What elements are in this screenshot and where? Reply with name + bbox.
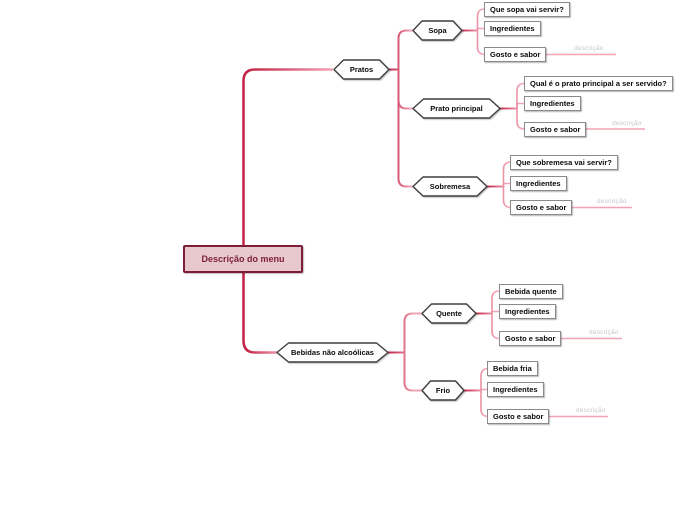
node-ingredientes-frio[interactable]: Ingredientes	[487, 382, 544, 397]
node-ingredientes-sobremesa[interactable]: Ingredientes	[510, 176, 567, 191]
edge-pratos-prato-principal	[389, 68, 413, 110]
hexagon-shape	[276, 342, 389, 363]
node-label: Pratos	[349, 65, 374, 74]
node-descricao-sopa[interactable]: descrição	[574, 45, 604, 52]
node-quente[interactable]: Quente	[421, 303, 477, 324]
edge-pp-child1	[499, 82, 526, 110]
node-label: Quente	[436, 309, 462, 318]
node-ingredientes-prato-principal[interactable]: Ingredientes	[524, 96, 581, 111]
edge-quente-child3	[476, 312, 501, 340]
edge-quente-child1	[476, 290, 501, 315]
node-sopa[interactable]: Sopa	[412, 20, 463, 41]
node-descricao-sobremesa[interactable]: descrição	[597, 198, 627, 205]
hexagon-shape	[412, 98, 501, 119]
node-root[interactable]: Descrição do menu	[183, 245, 303, 273]
node-bebidas-nao-alcoolicas[interactable]: Bebidas não alcoólicas	[276, 342, 389, 363]
node-gosto-e-sabor-sobremesa[interactable]: Gosto e sabor	[510, 200, 573, 215]
edge-root-pratos	[242, 68, 333, 245]
node-qual-prato-principal[interactable]: Qual é o prato principal a ser servido?	[524, 76, 673, 91]
node-bebida-fria[interactable]: Bebida fria	[487, 361, 538, 376]
hexagon-shape	[412, 20, 463, 41]
hexagon-shape	[412, 176, 488, 197]
edge-pp-child3	[499, 107, 526, 130]
node-bebida-quente[interactable]: Bebida quente	[499, 283, 563, 299]
edge-pratos-sobremesa	[389, 68, 414, 188]
node-gosto-e-sabor-prato-principal[interactable]: Gosto e sabor	[524, 121, 587, 137]
edge-bebidas-quente	[388, 312, 422, 354]
node-descricao-prato-principal[interactable]: descrição	[612, 119, 642, 127]
node-label: Sopa	[428, 26, 447, 35]
node-sobremesa[interactable]: Sobremesa	[412, 176, 488, 197]
hexagon-shape	[421, 303, 477, 324]
node-label: Sobremesa	[429, 182, 471, 191]
node-ingredientes-sopa[interactable]: Ingredientes	[484, 21, 541, 36]
node-gosto-e-sabor-sopa[interactable]: Gosto e sabor	[484, 47, 547, 62]
hexagon-shape	[333, 59, 390, 80]
node-que-sobremesa-vai-servir[interactable]: Que sobremesa vai servir?	[510, 154, 618, 170]
node-label: Bebidas não alcoólicas	[291, 348, 374, 357]
node-gosto-e-sabor-frio[interactable]: Gosto e sabor	[487, 409, 550, 424]
hexagon-shape	[421, 380, 465, 401]
node-descricao-frio[interactable]: descrição	[576, 406, 606, 414]
node-ingredientes-quente[interactable]: Ingredientes	[499, 304, 556, 319]
node-prato-principal[interactable]: Prato principal	[412, 98, 501, 119]
edge-pratos-sopa	[389, 29, 413, 71]
node-label: Frio	[435, 386, 451, 395]
node-que-sopa-vai-servir[interactable]: Que sopa vai servir?	[484, 1, 570, 17]
node-frio[interactable]: Frio	[421, 380, 465, 401]
node-descricao-quente[interactable]: descrição	[589, 329, 619, 336]
node-label: Prato principal	[430, 104, 483, 113]
edge-bebidas-frio	[388, 351, 422, 392]
edge-root-bebidas	[242, 273, 277, 354]
node-pratos[interactable]: Pratos	[333, 59, 390, 80]
node-gosto-e-sabor-quente[interactable]: Gosto e sabor	[499, 331, 562, 346]
